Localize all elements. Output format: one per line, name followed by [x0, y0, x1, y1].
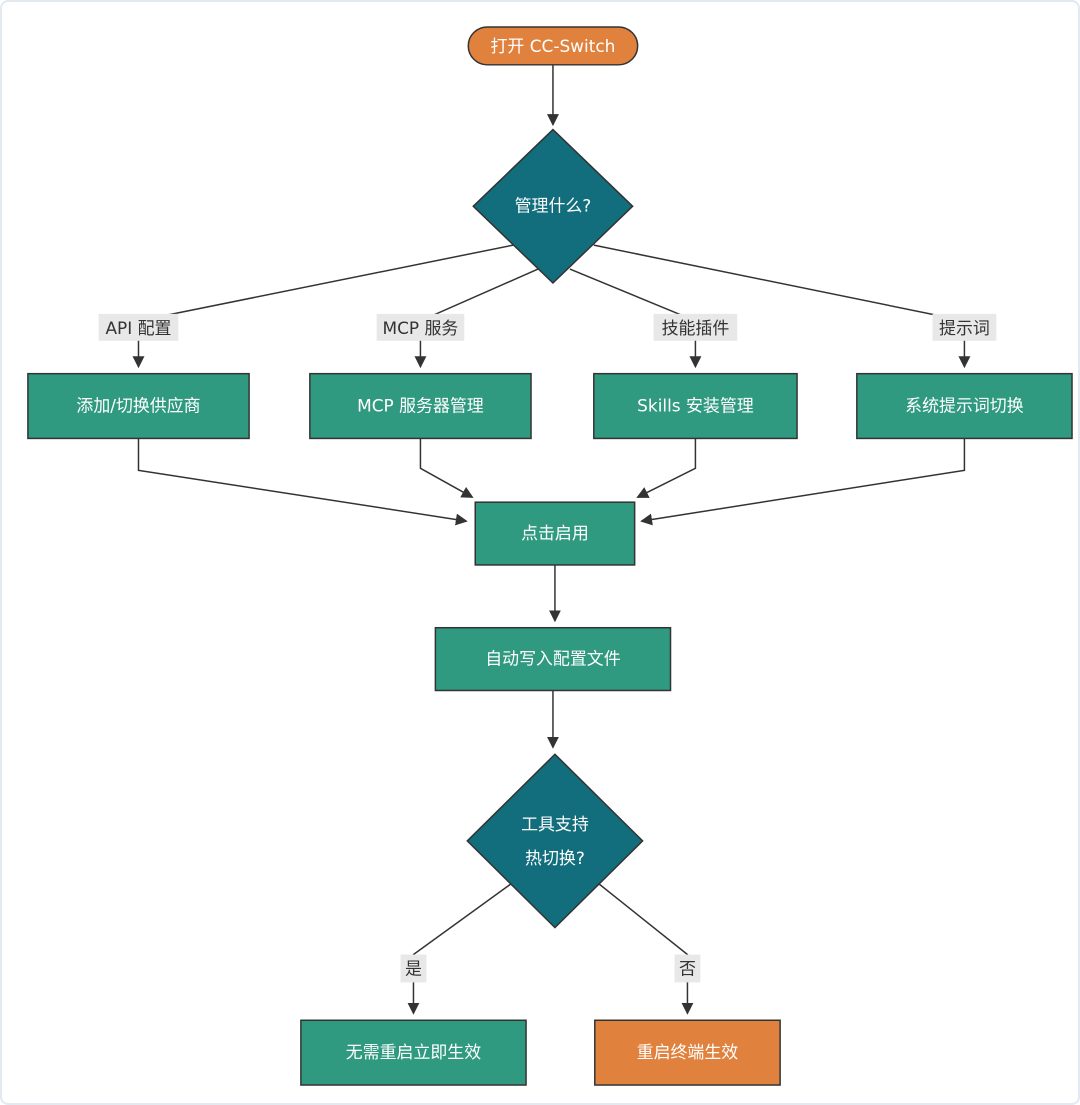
edge-label-api: API 配置 [98, 313, 179, 341]
edge-label-no-bg [674, 954, 701, 983]
node-skills-shape [593, 372, 798, 440]
node-decision-hotswap: 工具支持 热切换? [466, 753, 644, 929]
node-provider-label: 添加/切换供应商 [76, 396, 200, 416]
node-prompt-label: 系统提示词切换 [905, 396, 1024, 416]
edge-label-mcp-bg [376, 313, 465, 341]
node-write-config-shape [434, 626, 672, 692]
node-decision-manage-label: 管理什么? [515, 195, 592, 215]
node-mcp: MCP 服务器管理 [309, 372, 532, 440]
node-start-shape [467, 26, 639, 66]
node-enable-label: 点击启用 [521, 523, 589, 543]
edge-prompt-to-enable [640, 438, 966, 526]
edge-labels: API 配置 MCP 服务 技能插件 提示词 是 否 [98, 313, 997, 983]
node-start-label: 打开 CC-Switch [490, 36, 615, 56]
edge-manage-to-provider [132, 244, 514, 369]
node-instant-shape [300, 1019, 527, 1086]
edge-label-mcp-text: MCP 服务 [383, 318, 459, 338]
node-mcp-label: MCP 服务器管理 [357, 396, 484, 416]
edge-label-api-text: API 配置 [105, 318, 171, 338]
node-decision-hotswap-line2: 热切换? [525, 848, 585, 868]
node-enable-shape [474, 501, 636, 566]
node-prompt: 系统提示词切换 [856, 372, 1073, 440]
edge-label-prompt-bg [932, 313, 997, 341]
edge-skills-to-enable [636, 438, 697, 498]
edge-provider-to-enable [137, 438, 468, 526]
node-skills-label: Skills 安装管理 [637, 396, 754, 416]
node-instant-label: 无需重启立即生效 [346, 1042, 481, 1062]
node-write-config-label: 自动写入配置文件 [485, 649, 620, 669]
node-decision-manage: 管理什么? [472, 128, 634, 285]
edge-mcp-to-enable [419, 438, 474, 498]
node-decision-hotswap-line1: 工具支持 [521, 814, 589, 834]
node-mcp-shape [309, 372, 532, 440]
node-provider: 添加/切换供应商 [27, 372, 250, 440]
node-instant: 无需重启立即生效 [300, 1019, 527, 1086]
edge-label-no-text: 否 [679, 958, 696, 978]
edge-label-yes: 是 [400, 954, 427, 983]
node-skills: Skills 安装管理 [593, 372, 798, 440]
node-enable: 点击启用 [474, 501, 636, 566]
edge-label-api-bg [98, 313, 179, 341]
edge-label-yes-text: 是 [405, 958, 422, 978]
edge-label-skills-bg [653, 313, 738, 341]
edge-label-skills: 技能插件 [653, 313, 738, 341]
edge-label-mcp: MCP 服务 [376, 313, 465, 341]
edge-label-skills-text: 技能插件 [662, 318, 730, 338]
node-restart-label: 重启终端生效 [637, 1042, 739, 1062]
edge-manage-to-prompt [593, 244, 971, 369]
node-provider-shape [27, 372, 250, 440]
node-restart-shape [594, 1019, 781, 1086]
node-write-config: 自动写入配置文件 [434, 626, 672, 692]
node-prompt-shape [856, 372, 1073, 440]
edge-label-no: 否 [674, 954, 701, 983]
node-decision-hotswap-shape [466, 753, 644, 929]
node-decision-manage-shape [472, 128, 634, 285]
node-start: 打开 CC-Switch [467, 26, 639, 66]
edge-hotswap-yes [407, 883, 512, 1015]
edge-label-prompt: 提示词 [932, 313, 997, 341]
node-restart: 重启终端生效 [594, 1019, 781, 1086]
edge-label-yes-bg [400, 954, 427, 983]
edge-hotswap-no [598, 883, 694, 1015]
edge-label-prompt-text: 提示词 [939, 318, 990, 338]
